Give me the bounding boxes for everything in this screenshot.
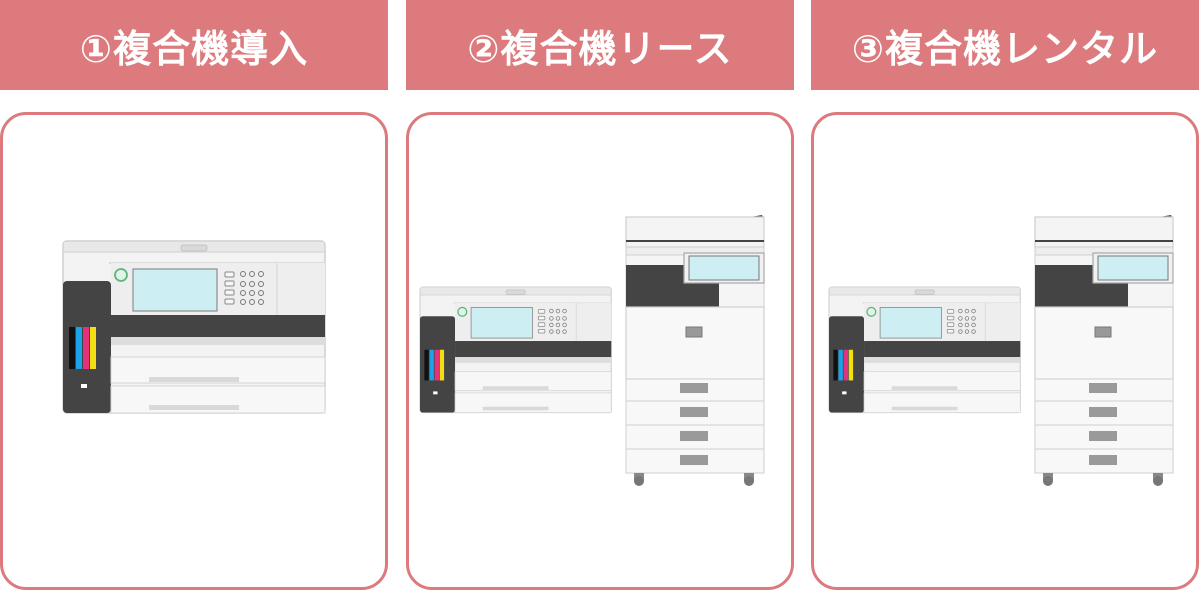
option-column-rental: ③複合機レンタル [811, 0, 1199, 600]
option-header: ②複合機リース [406, 0, 794, 90]
option-column-purchase: ①複合機導入 [0, 0, 388, 600]
desktop-multifunction-printer-icon [419, 286, 612, 414]
option-column-lease: ②複合機リース [406, 0, 794, 600]
option-title: ①複合機導入 [79, 26, 309, 71]
office-copier-icon [625, 214, 765, 487]
option-header: ③複合機レンタル [811, 0, 1199, 90]
office-copier-icon [1034, 214, 1174, 487]
desktop-multifunction-printer-icon [828, 286, 1021, 414]
option-title: ③複合機レンタル [851, 26, 1159, 71]
desktop-multifunction-printer-icon [62, 240, 326, 414]
illustration [828, 214, 1174, 487]
option-header: ①複合機導入 [0, 0, 388, 90]
illustration [419, 214, 765, 487]
option-title: ②複合機リース [467, 26, 733, 71]
illustration [62, 240, 326, 414]
